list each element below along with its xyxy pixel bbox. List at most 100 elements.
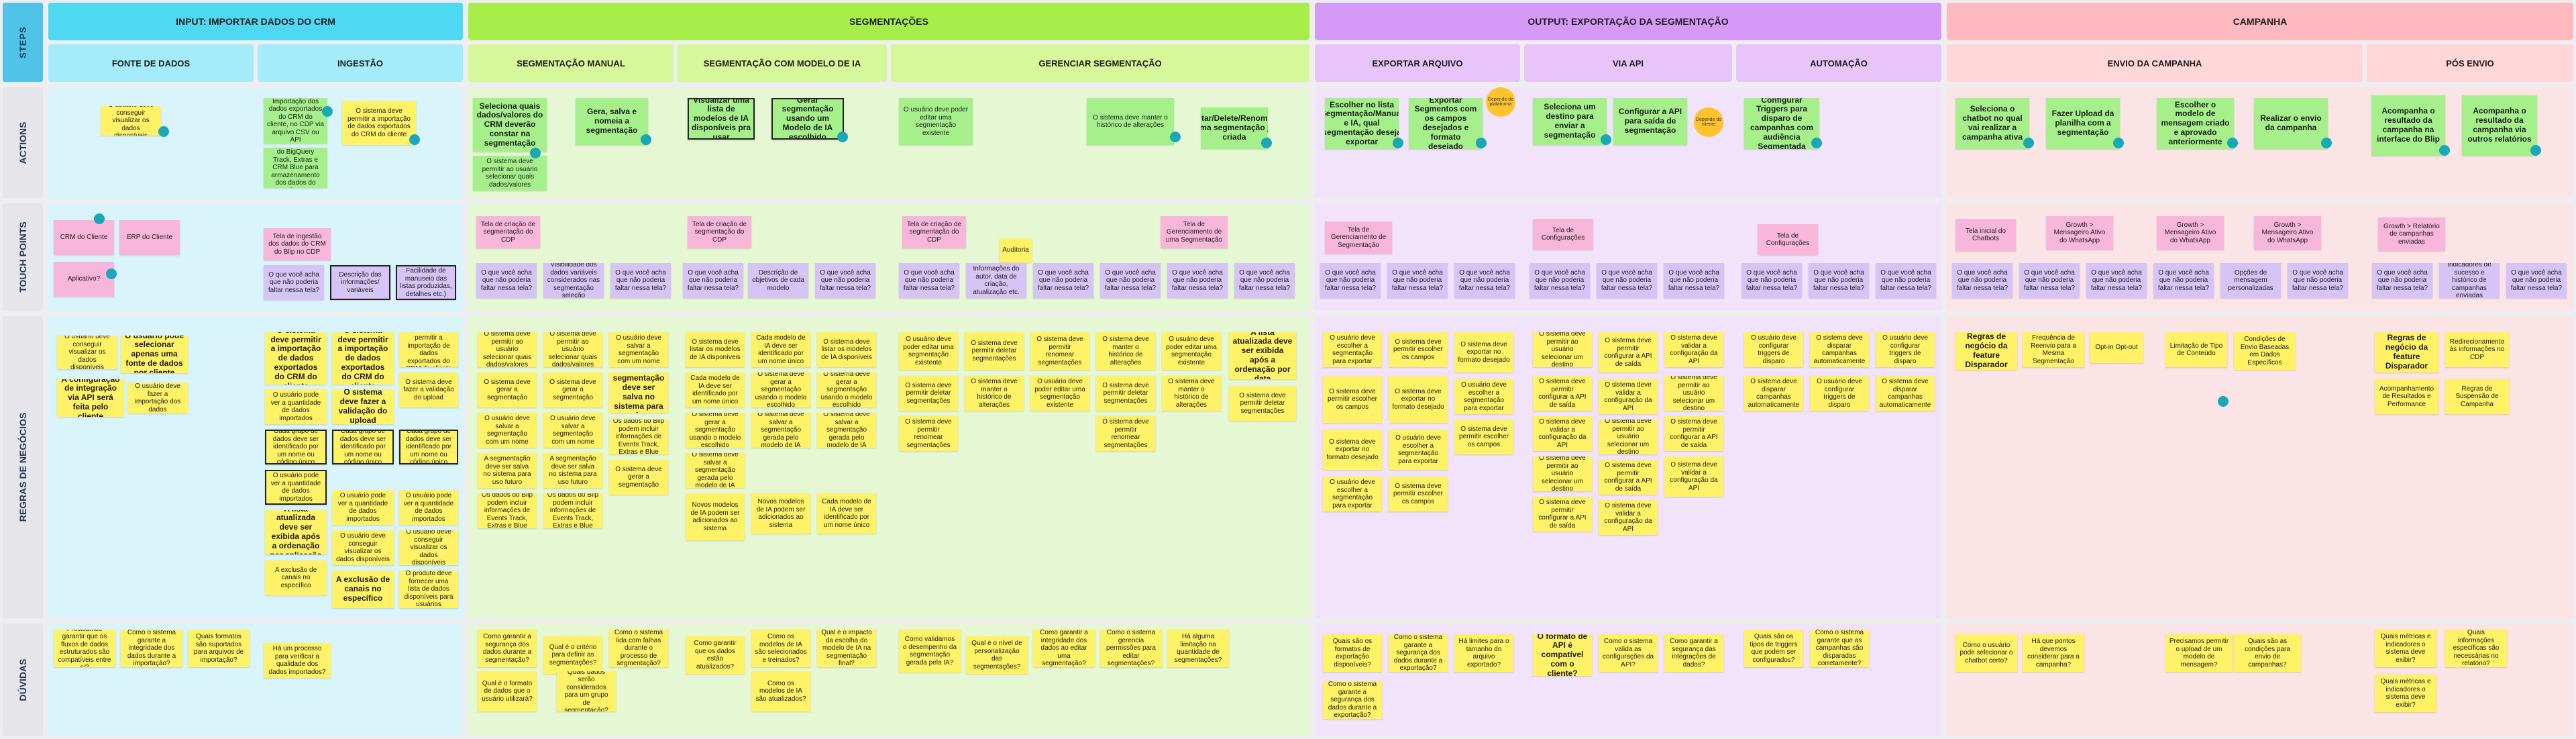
sticky-note-touchpoint: O que você acha que não poderia faltar n… — [1033, 263, 1093, 298]
sticky-note-duvida: Como garantir que os dados estão atualiz… — [686, 636, 745, 674]
sub-pos-envio: PÓS ENVIO — [2367, 44, 2573, 82]
sticky-note-action: Editar/Delete/Renomear uma segmentação j… — [1201, 107, 1268, 149]
sticky-note-duvida: Qual é o formato de dados que o usuário … — [478, 671, 537, 711]
sticky-note-action: Importação dos dados exportados do CRM d… — [264, 98, 327, 144]
sticky-note-regra: O sistema deve validar a configuração da… — [1599, 500, 1658, 535]
row-label-touch-points: TOUCH POINTS — [3, 203, 43, 311]
comment-dot-icon[interactable] — [2227, 138, 2238, 148]
sticky-note-regra: Cada modelo de IA deve ser identificado … — [751, 332, 810, 367]
sticky-note-regra: Os dados do Blip podem incluir informaçõ… — [609, 420, 668, 454]
comment-dot-icon[interactable] — [1170, 132, 1181, 142]
sticky-note-touchpoint: O que você acha que não poderia faltar n… — [1234, 263, 1295, 298]
comment-dot-icon[interactable] — [106, 268, 117, 279]
sticky-note-duvida: Como os modelos de IA são selecionados e… — [751, 630, 810, 667]
sticky-note-regra: A exclusão de canais no específico — [332, 571, 394, 608]
sticky-note-duvida: Como o sistema garante que as campanhas … — [1810, 630, 1869, 667]
sticky-note-touchpoint: Tela inicial do Chatbots — [1955, 219, 2016, 251]
sticky-note-touchpoint: Indicadores de sucesso e histórico de ca… — [2439, 263, 2500, 298]
sticky-note-action: O sistema deve permitir a importação de … — [342, 101, 416, 145]
sticky-note-action: Escolher o modelo de mensagem criado e a… — [2157, 98, 2234, 149]
comment-dot-icon[interactable] — [2218, 396, 2229, 407]
sticky-note-regra: Cada grupo de dados deve ser identificad… — [265, 430, 327, 464]
sticky-note-duvida: Como garantir a integridade dos dados ao… — [1033, 630, 1095, 667]
comment-dot-icon[interactable] — [530, 148, 541, 158]
sticky-note-regra: O sistema deve permitir renomear segment… — [1096, 416, 1155, 451]
sticky-note-regra: O sistema deve permitir configurar a API… — [1533, 376, 1592, 411]
sticky-note-duvida: Quais dados serão considerados para um g… — [557, 671, 616, 711]
sticky-note-regra: O sistema deve permitir escolher os camp… — [1389, 332, 1448, 367]
sticky-note-duvida: Como o sistema garante a segurança dos d… — [1323, 681, 1382, 719]
sticky-note-regra: O usuário deve configurar triggers de di… — [1744, 332, 1803, 367]
sticky-note-regra: A segmentação deve ser salva no sistema … — [478, 453, 537, 488]
sticky-note-touchpoint: Growth > Mensageiro Ativo do WhatsApp — [2254, 216, 2321, 250]
sticky-note-regra: A segmentação deve ser salva no sistema … — [543, 453, 602, 488]
sticky-note-regra: O sistema deve listar os modelos de IA d… — [686, 332, 745, 367]
sticky-note-regra: O usuário pode ver a quantidade de dados… — [265, 470, 327, 505]
sticky-note-regra: A exclusão de canais no específico — [265, 560, 327, 595]
sticky-note-touchpoint: Tela de Configurações — [1758, 224, 1818, 255]
sticky-note-touchpoint: O que você acha que não poderia faltar n… — [476, 263, 537, 298]
sticky-note-touchpoint: O que você acha que não poderia faltar n… — [1876, 263, 1936, 298]
sticky-note-regra: O sistema deve permitir configurar a API… — [1599, 460, 1658, 495]
sticky-note-regra: O sistema deve validar a configuração da… — [1533, 416, 1592, 451]
orange-dot-label: Depende de plataforma — [1486, 87, 1515, 117]
comment-dot-icon[interactable] — [2439, 145, 2450, 156]
sticky-note-regra: Regras de negócio da feature Disparador — [2375, 332, 2438, 373]
comment-dot-icon[interactable] — [1393, 138, 1403, 148]
sticky-note-action: Exportar Segmentos com os campos desejad… — [1409, 98, 1483, 149]
comment-dot-icon[interactable] — [837, 132, 848, 142]
sticky-note-duvida: Como garantir a segurança dos dados dura… — [478, 630, 537, 667]
comment-dot-icon[interactable] — [641, 134, 651, 145]
sticky-note-touchpoint: Tela de Gerenciamento de Segmentação — [1325, 221, 1392, 254]
sticky-note-action: Acompanha o resultado da campanha via ou… — [2462, 95, 2537, 156]
sticky-note-regra: O usuário deve configurar triggers de di… — [1876, 332, 1935, 367]
phase-segmentacoes: SEGMENTAÇÕES — [468, 3, 1309, 40]
sticky-note-duvida: O formato de API é compatível com o clie… — [1533, 634, 1592, 676]
sticky-note-duvida: Precisamos permitir o upload de um model… — [2165, 634, 2233, 672]
sticky-note-duvida: Há limites para o tamanho do arquivo exp… — [1454, 634, 1513, 672]
sticky-note-duvida: Como o sistema gerencia permissões para … — [1100, 630, 1162, 667]
sticky-note-duvida: Como o sistema garante a segurança dos d… — [1389, 634, 1448, 672]
sticky-note-touchpoint: O que você acha que não poderia faltar n… — [610, 263, 671, 298]
sticky-note-regra: O sistema deve exportar no formato desej… — [1323, 430, 1382, 470]
sub-exportar-arquivo: EXPORTAR ARQUIVO — [1315, 44, 1520, 82]
sticky-note-touchpoint: Tela de criação de segmentação do CDP — [476, 216, 540, 248]
comment-dot-icon[interactable] — [2530, 145, 2541, 156]
sticky-note-touchpoint: O que você acha que não poderia faltar n… — [1597, 263, 1657, 298]
sticky-note-regra: Os dados do Blip podem incluir informaçõ… — [478, 493, 537, 528]
comment-dot-icon[interactable] — [2113, 138, 2124, 148]
comment-dot-icon[interactable] — [158, 126, 169, 137]
sticky-note-touchpoint: Growth > Relatório de campanhas enviadas — [2378, 217, 2445, 251]
comment-dot-icon[interactable] — [1261, 138, 1272, 148]
sticky-note-regra: O sistema deve gerar a segmentação usand… — [817, 373, 876, 407]
comment-dot-icon[interactable] — [1601, 134, 1611, 145]
comment-dot-icon[interactable] — [409, 134, 420, 145]
sticky-note-touchpoint: ERP do Cliente — [119, 220, 180, 255]
sticky-note-regra: O usuário deve conseguir visualizar os d… — [57, 336, 117, 369]
comment-dot-icon[interactable] — [2023, 138, 2034, 148]
sticky-note-touchpoint: O que você acha que não poderia faltar n… — [2506, 263, 2567, 298]
sticky-note-regra: O sistema deve manter o histórico de alt… — [1096, 332, 1155, 370]
comment-dot-icon[interactable] — [1476, 138, 1487, 148]
comment-dot-icon[interactable] — [94, 213, 105, 224]
sticky-note-touchpoint: O que você acha que não poderia faltar n… — [1664, 263, 1724, 298]
sticky-note-regra: O sistema deve validar a configuração da… — [1599, 379, 1658, 414]
sticky-note-regra: Opt-in Opt-out — [2090, 332, 2143, 363]
sticky-note-regra: O usuário deve escolher a segmentação pa… — [1389, 430, 1448, 470]
sticky-note-action: O sistema deve manter o histórico de alt… — [1087, 98, 1174, 145]
sticky-note-regra: O sistema deve salvar a segmentação gera… — [751, 413, 810, 448]
comment-dot-icon[interactable] — [1811, 138, 1822, 148]
row-label-regras: REGRAS DE NEGÓCIOS — [3, 316, 43, 618]
sticky-note-regra: O sistema deve permitir configurar a API… — [1664, 416, 1723, 451]
sticky-note-touchpoint: Growth > Mensageiro Ativo do WhatsApp — [2046, 216, 2113, 250]
sticky-note-action: Seleciona o chatbot no qual vai realizar… — [1955, 98, 2029, 149]
sticky-note-regra: O sistema deve permitir escolher os camp… — [1454, 420, 1513, 454]
comment-dot-icon[interactable] — [322, 106, 333, 117]
sticky-note-regra: O sistema deve gerar a segmentação — [478, 373, 537, 407]
sticky-note-touchpoint: O que você acha que não poderia faltar n… — [2086, 263, 2147, 298]
steps-header: STEPS — [3, 3, 43, 82]
sticky-note-touchpoint: O que você acha que não poderia faltar n… — [1167, 263, 1228, 298]
sticky-note-touchpoint: O que você acha que não poderia faltar n… — [1952, 263, 2012, 298]
sticky-note-duvida: Há que pontos devemos considerar para a … — [2023, 634, 2084, 672]
comment-dot-icon[interactable] — [2321, 138, 2332, 148]
